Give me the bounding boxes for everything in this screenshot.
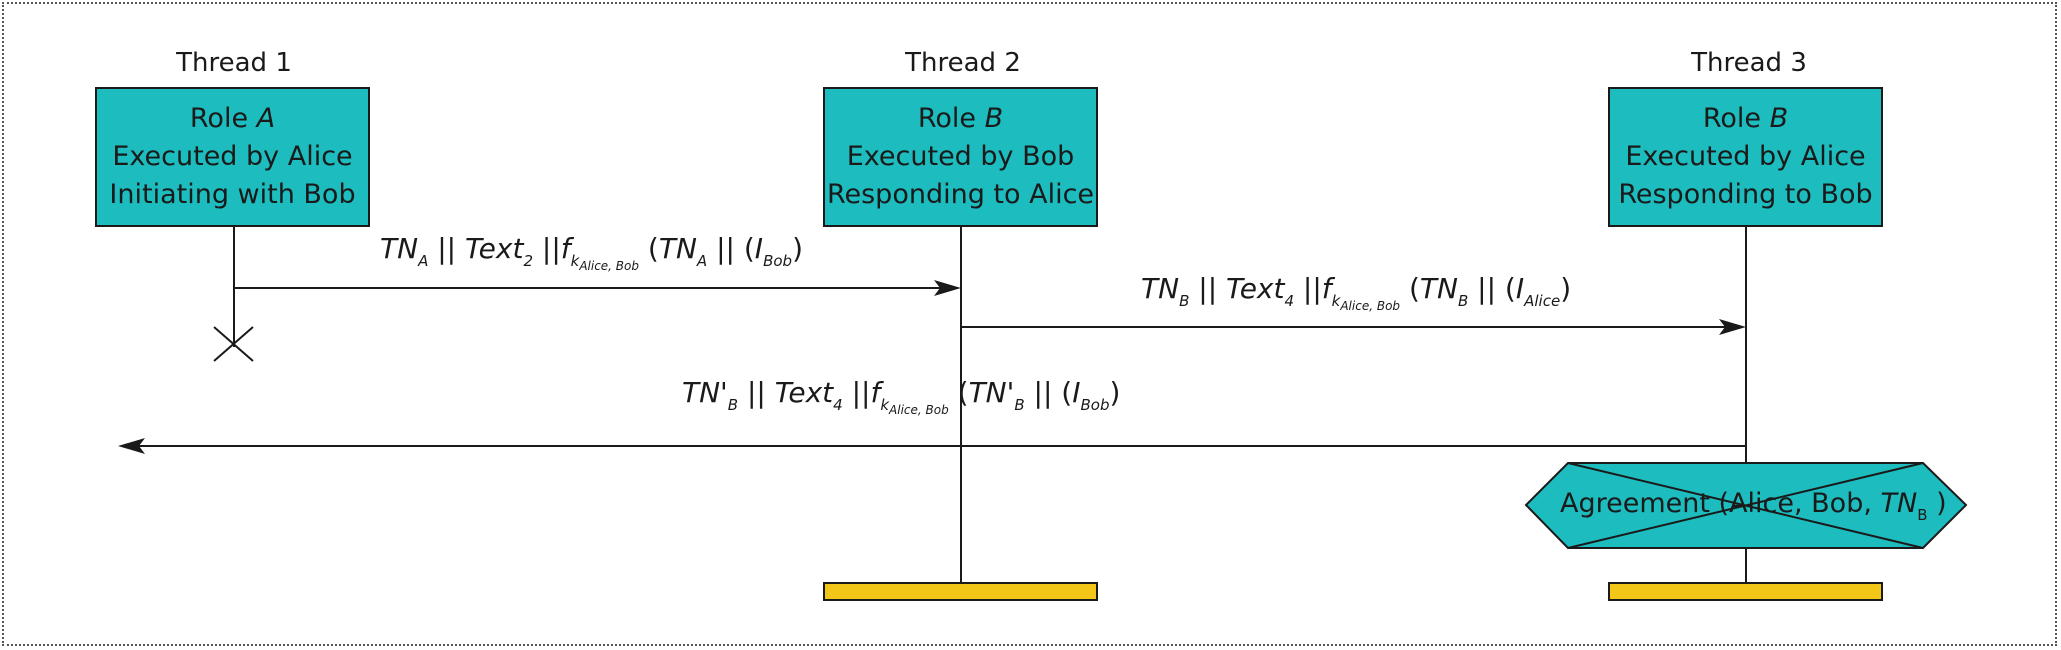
nonce-subscript: B xyxy=(1014,396,1025,414)
agreement-claim-hexagon xyxy=(1524,462,1968,549)
thread-3-lifeline-lower xyxy=(1745,548,1747,583)
close-paren: ) xyxy=(1560,272,1572,305)
role-prefix: Role xyxy=(189,103,257,134)
text-field: Text xyxy=(465,232,524,265)
thread-1-label: Thread 1 xyxy=(176,48,292,78)
nonce-subscript: A xyxy=(696,252,708,270)
open-paren: ( xyxy=(957,376,969,409)
thread-2-end-bar xyxy=(823,582,1098,601)
mac-function: f xyxy=(560,232,571,265)
open-paren: ( xyxy=(647,232,659,265)
message-3-label: TN'B || Text4 ||fkAlice, Bob (TN'B || (I… xyxy=(682,376,1121,417)
message-1-arrow xyxy=(234,280,961,296)
concat-operator: || xyxy=(746,376,766,409)
nonce-subscript: B xyxy=(727,396,739,414)
concat-operator: || xyxy=(1477,272,1497,305)
nonce: TN xyxy=(380,232,419,265)
role-prefix: Role xyxy=(1702,103,1770,134)
close-paren: ) xyxy=(1109,376,1121,409)
mac-function: f xyxy=(870,376,881,409)
thread-1-termination-cross xyxy=(213,326,254,362)
text-subscript: 2 xyxy=(523,252,533,270)
thread-2-label: Thread 2 xyxy=(905,48,1021,78)
key-subscript: Alice, Bob xyxy=(579,259,639,273)
claim-variable: TN xyxy=(1880,488,1918,519)
close-paren: ) xyxy=(792,232,803,265)
role-variable: B xyxy=(984,103,1004,134)
executor-line: Executed by Alice xyxy=(1625,141,1866,172)
concat-operator: || xyxy=(541,232,561,265)
thread-3-end-bar xyxy=(1608,582,1883,601)
claim-prefix: Agreement (Alice, Bob, xyxy=(1560,488,1881,519)
mac-function: f xyxy=(1321,272,1332,305)
concat-operator: || xyxy=(851,376,871,409)
nonce: TN xyxy=(1141,272,1180,305)
thread-3-label: Thread 3 xyxy=(1691,48,1807,78)
nonce-subscript: A xyxy=(418,252,429,270)
text-field: Text xyxy=(774,376,834,409)
open-paren: ( xyxy=(1504,272,1516,305)
concat-operator: || xyxy=(437,232,457,265)
nonce-subscript: B xyxy=(1457,292,1469,310)
nonce: TN' xyxy=(968,376,1015,409)
thread-3-role-box: Role B Executed by Alice Responding to B… xyxy=(1608,87,1883,227)
thread-1-role-box: Role A Executed by Alice Initiating with… xyxy=(95,87,370,227)
role-variable: B xyxy=(1769,103,1789,134)
message-2-label: TNB || Text4 ||fkAlice, Bob (TNB || (IAl… xyxy=(1141,272,1572,313)
key: k xyxy=(1331,292,1341,310)
claim-variable-subscript: B xyxy=(1917,506,1928,524)
role-prefix: Role xyxy=(917,103,985,134)
key-subscript: Alice, Bob xyxy=(889,403,949,417)
executor-line: Executed by Bob xyxy=(846,141,1075,172)
thread-3-lifeline xyxy=(1745,227,1747,463)
open-paren: ( xyxy=(1408,272,1420,305)
concat-operator: || xyxy=(716,232,735,265)
text-field: Text xyxy=(1226,272,1285,305)
peer-line: Initiating with Bob xyxy=(109,179,356,210)
agreement-claim-label: Agreement (Alice, Bob, TNB ) xyxy=(1560,488,1947,524)
identity-subscript: Bob xyxy=(1080,396,1110,414)
concat-operator: || xyxy=(1302,272,1322,305)
thread-2-role-box: Role B Executed by Bob Responding to Ali… xyxy=(823,87,1098,227)
concat-operator: || xyxy=(1033,376,1053,409)
claim-suffix: ) xyxy=(1927,488,1947,519)
key: k xyxy=(570,252,580,270)
nonce: TN' xyxy=(682,376,728,409)
nonce-subscript: B xyxy=(1179,292,1190,310)
role-line: Role B xyxy=(918,100,1003,138)
message-2-arrow xyxy=(961,319,1746,335)
text-subscript: 4 xyxy=(833,396,843,414)
key-subscript: Alice, Bob xyxy=(1340,299,1401,313)
nonce: TN xyxy=(658,232,697,265)
key: k xyxy=(880,396,890,414)
concat-operator: || xyxy=(1198,272,1218,305)
identity-subscript: Alice xyxy=(1524,292,1561,310)
role-line: Role B xyxy=(1703,100,1788,138)
text-subscript: 4 xyxy=(1284,292,1295,310)
message-3-arrow xyxy=(118,438,1746,454)
identity: I xyxy=(1072,376,1081,409)
role-variable: A xyxy=(256,103,276,134)
nonce: TN xyxy=(1419,272,1458,305)
open-paren: ( xyxy=(1061,376,1073,409)
open-paren: ( xyxy=(743,232,755,265)
identity: I xyxy=(754,232,764,265)
identity: I xyxy=(1515,272,1525,305)
thread-2-lifeline xyxy=(960,227,962,583)
claim-cross-line-2 xyxy=(1567,462,1924,549)
role-line: Role A xyxy=(190,100,275,138)
identity-subscript: Bob xyxy=(763,252,793,270)
peer-line: Responding to Bob xyxy=(1618,179,1873,210)
message-1-label: TNA || Text2 ||fkAlice, Bob (TNA || (IBo… xyxy=(380,232,803,273)
peer-line: Responding to Alice xyxy=(826,179,1095,210)
executor-line: Executed by Alice xyxy=(112,141,353,172)
